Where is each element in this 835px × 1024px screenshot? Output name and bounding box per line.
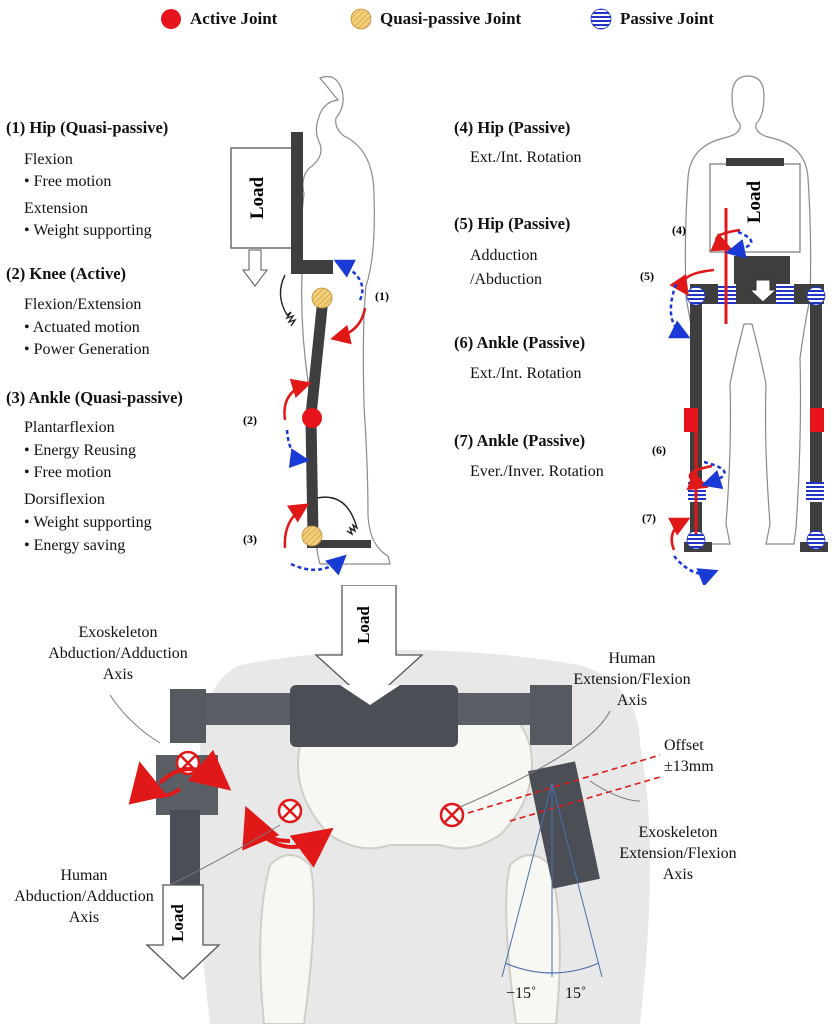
legend-label-active: Active Joint [190, 9, 278, 28]
hip-rotation-text: Ext./Int. Rotation [470, 149, 582, 166]
top-load-label: Load [354, 606, 373, 644]
exo-abduction-label-line-2: Abduction/Adduction [48, 645, 188, 662]
hip-free-motion-text: • Free motion [24, 173, 112, 190]
back-right-hip-joint-icon [806, 286, 826, 306]
knee-power-text: • Power Generation [24, 341, 150, 358]
pelvis-exoskeleton-figure: Load Load [109, 585, 661, 1024]
quasi-passive-joint-marker-icon [350, 8, 372, 30]
passive-joint-marker-icon [590, 8, 612, 30]
offset-label-line-1: Offset [664, 737, 704, 754]
back-marker-5: (5) [640, 269, 654, 283]
heading-ankle-eversion: (7) Ankle (Passive) [454, 431, 586, 450]
human-abduction-axis-icon [277, 798, 303, 824]
ankle-rotation-text: Ext./Int. Rotation [470, 365, 582, 382]
human-abduction-label: Human Abduction/Adduction Axis [0, 865, 168, 928]
heading-ankle-rotation: (6) Ankle (Passive) [454, 333, 586, 352]
legend-active: Active Joint [160, 6, 277, 32]
ankle-plantar-text: Plantarflexion [24, 419, 115, 436]
hip-weight-text: • Weight supporting [24, 222, 152, 239]
hip-flexion-text: Flexion [24, 151, 73, 168]
back-load-label: Load [744, 180, 765, 223]
side-human-silhouette [300, 75, 391, 565]
exo-extension-label-line-3: Axis [662, 866, 694, 883]
knee-actuated-text: • Actuated motion [24, 319, 140, 336]
knee-flex-ext-text: Flexion/Extension [24, 296, 142, 313]
side-marker-2: (2) [243, 413, 257, 427]
hip-extension-text: Extension [24, 200, 88, 217]
exo-abduction-label: Exoskeleton Abduction/Adduction Axis [28, 622, 208, 685]
angle-left-label: −15˚ [506, 985, 537, 1002]
back-marker-4: (4) [672, 223, 686, 237]
left-femur [259, 854, 315, 1024]
legend-quasi-passive: Quasi-passive Joint [350, 6, 521, 32]
back-left-knee-joint-icon [684, 408, 698, 432]
top-load-arrow-icon [314, 585, 424, 704]
side-knee-joint-icon [302, 408, 322, 428]
ankle-free-motion-text: • Free motion [24, 464, 112, 481]
human-extension-axis-icon [439, 802, 465, 828]
side-hip-joint-icon [311, 287, 333, 309]
back-marker-7: (7) [642, 511, 656, 525]
offset-label: Offset ±13mm [664, 735, 714, 777]
heading-knee-active: (2) Knee (Active) [6, 264, 127, 283]
human-abduction-label-line-2: Abduction/Adduction [14, 888, 154, 905]
human-extension-label-line-3: Axis [616, 692, 648, 709]
side-view-figure: Load (1) (2) (3) [230, 75, 391, 576]
side-ankle-joint-icon [301, 525, 323, 547]
exo-abduction-label-line-3: Axis [102, 666, 134, 683]
ankle-dorsi-text: Dorsiflexion [24, 491, 105, 508]
side-load-label: Load [247, 176, 268, 219]
human-abduction-label-line-3: Axis [68, 909, 100, 926]
angle-right-label: 15˚ [565, 985, 587, 1002]
heading-hip-rotation: (4) Hip (Passive) [454, 118, 571, 137]
back-human-silhouette [684, 75, 812, 545]
heading-hip-adduction: (5) Hip (Passive) [454, 214, 571, 233]
exo-extension-label: Exoskeleton Extension/Flexion Axis [602, 822, 754, 885]
hip-abduction-text: /Abduction [470, 271, 542, 288]
right-exo-leg [528, 761, 600, 889]
ankle-eversion-text: Ever./Inver. Rotation [470, 463, 604, 480]
bottom-load-label: Load [168, 904, 187, 942]
human-extension-label-line-1: Human [608, 650, 656, 667]
ankle-energy-reuse-text: • Energy Reusing [24, 442, 136, 459]
legend-label-quasi: Quasi-passive Joint [380, 9, 522, 28]
human-extension-label: Human Extension/Flexion Axis [552, 648, 712, 711]
back-right-ankle-joint-icon [806, 530, 826, 550]
offset-label-line-2: ±13mm [664, 758, 714, 775]
legend-label-passive: Passive Joint [620, 9, 714, 28]
hip-adduction-text: Adduction [470, 247, 538, 264]
human-extension-label-line-2: Extension/Flexion [573, 671, 691, 688]
exo-extension-label-line-1: Exoskeleton [638, 824, 718, 841]
ankle-weight-text: • Weight supporting [24, 514, 152, 531]
side-marker-1: (1) [375, 289, 389, 303]
active-joint-marker-icon [161, 9, 181, 29]
human-abduction-label-line-1: Human [60, 867, 108, 884]
heading-ankle-quasi: (3) Ankle (Quasi-passive) [6, 388, 183, 407]
back-right-knee-joint-icon [810, 408, 824, 432]
legend-passive: Passive Joint [590, 6, 714, 32]
side-load-box [230, 147, 294, 249]
bottom-load-arrow-icon [145, 884, 221, 980]
side-load-arrow-icon [242, 249, 268, 287]
ankle-energy-save-text: • Energy saving [24, 537, 126, 554]
exo-extension-label-line-2: Extension/Flexion [619, 845, 737, 862]
exo-abduction-label-line-1: Exoskeleton [78, 624, 158, 641]
heading-hip-quasi: (1) Hip (Quasi-passive) [6, 118, 169, 137]
side-marker-3: (3) [243, 532, 257, 546]
back-left-hip-joint-icon [686, 286, 706, 306]
back-view-figure: Load (4) (5) (6) (7) [640, 75, 828, 585]
back-marker-6: (6) [652, 443, 666, 457]
